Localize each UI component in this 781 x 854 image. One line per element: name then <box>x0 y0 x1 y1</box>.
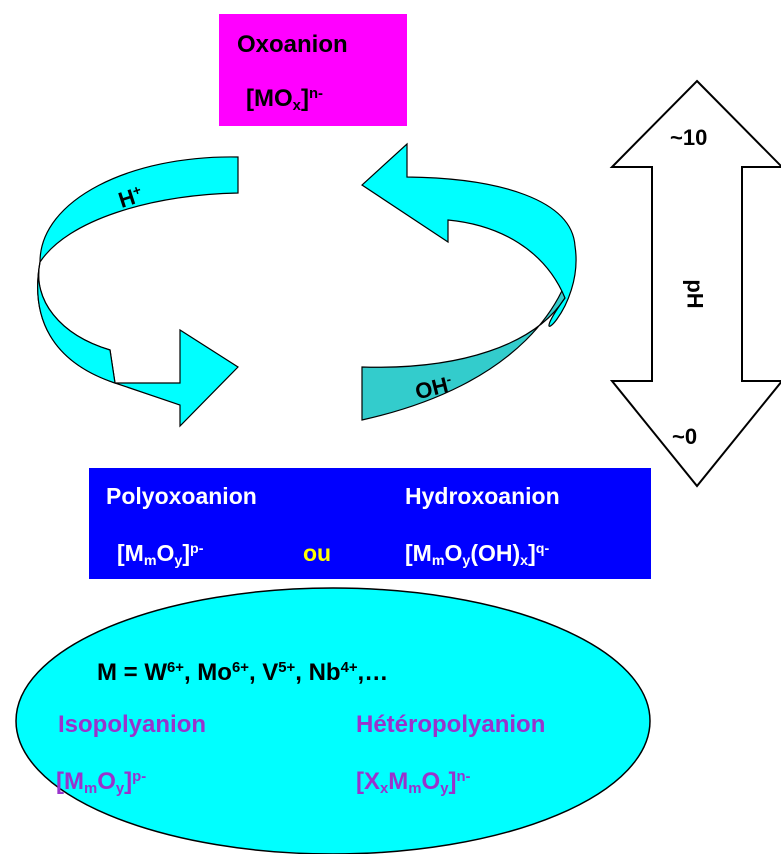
ou-connector: ou <box>303 540 332 566</box>
hydroxoanion-title: Hydroxoanion <box>405 483 560 509</box>
cycle-arrow-right-shade <box>361 245 576 421</box>
cycle-arrow-left <box>37 156 239 428</box>
ellipse-bubble <box>15 587 651 854</box>
products-box <box>89 468 651 579</box>
ph-axis-label: pH <box>682 279 708 309</box>
heteropolyanion-title: Hétéropolyanion <box>356 711 546 738</box>
isopolyanion-title: Isopolyanion <box>58 711 207 738</box>
hydroxoanion-formula: [MmOy(OH)x]q- <box>405 540 550 569</box>
isopolyanion-formula: [MmOy]p- <box>56 768 147 798</box>
metals-line: M = W6+, Mo6+, V5+, Nb4+,… <box>97 659 389 686</box>
heteropolyanion-formula: [XxMmOy]n- <box>356 768 471 798</box>
ph-top-label: ~10 <box>670 125 708 150</box>
oxoanion-title: Oxoanion <box>237 31 348 58</box>
polyoxoanion-formula: [MmOy]p- <box>117 540 204 569</box>
oxoanion-formula: [MOx]n- <box>246 85 323 115</box>
ph-bottom-label: ~0 <box>672 424 698 449</box>
cycle-arrow-right <box>361 142 577 327</box>
ph-double-arrow <box>609 79 781 488</box>
polyoxoanion-title: Polyoxoanion <box>106 483 257 509</box>
oxoanion-box <box>219 14 407 126</box>
